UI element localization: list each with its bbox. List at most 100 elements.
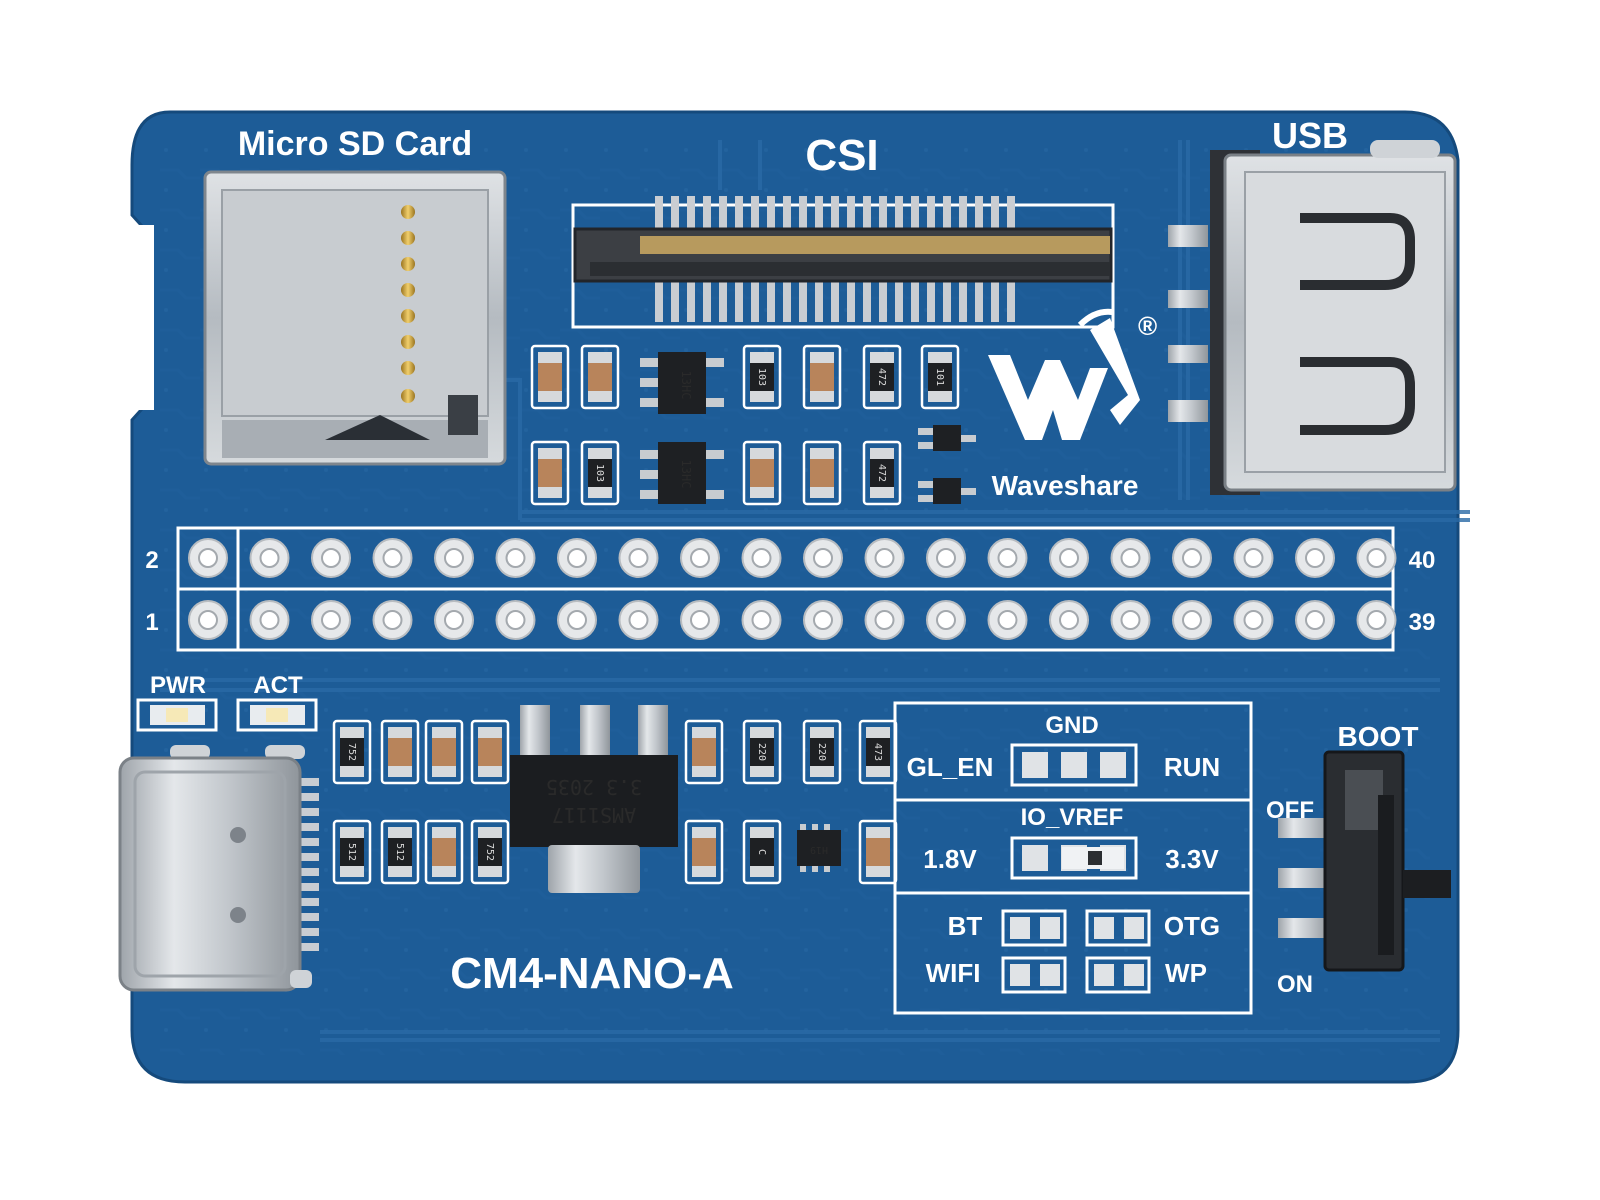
usb-label: USB <box>1272 115 1348 156</box>
gpio-pin <box>557 538 597 578</box>
usb-c-pin <box>295 928 319 936</box>
csi-pin <box>735 196 743 232</box>
smd-resistor: 512 <box>332 819 372 885</box>
regulator-marking-2: AMS1117 <box>552 803 636 827</box>
smd-capacitor <box>530 440 570 506</box>
gpio-pin <box>1233 538 1274 578</box>
csi-pin <box>911 280 919 322</box>
smd-resistor: 472 <box>862 344 902 410</box>
csi-pin <box>975 280 983 322</box>
csi-connector[interactable] <box>571 196 1115 329</box>
gpio-label-39: 39 <box>1409 609 1436 636</box>
regulator-marking-1: 3.3 2035 <box>546 775 642 799</box>
gpio-pin <box>1049 538 1089 578</box>
jumper-wifi-pads[interactable] <box>1001 956 1067 994</box>
smd-marking: 473 <box>872 743 883 761</box>
smd-resistor: 101 <box>920 344 960 410</box>
csi-pin <box>959 280 967 322</box>
csi-pin <box>1007 196 1015 232</box>
smd-marking: 101 <box>934 368 945 386</box>
csi-pin <box>847 280 855 322</box>
usb-c-pin <box>295 883 319 891</box>
gpio-pin <box>188 538 228 578</box>
jumper-1v8-label: 1.8V <box>923 844 977 874</box>
jumper-wp-pads[interactable] <box>1085 956 1151 994</box>
csi-pin <box>943 196 951 232</box>
csi-pin <box>863 196 871 232</box>
pcb-notch <box>132 225 154 410</box>
gpio-pin <box>926 538 966 578</box>
csi-pin <box>655 280 663 322</box>
csi-pin <box>815 280 823 322</box>
gpio-label-1: 1 <box>145 609 158 636</box>
csi-pin <box>671 196 679 232</box>
gpio-pin <box>1233 600 1274 640</box>
micro-sd-slot[interactable] <box>203 170 507 466</box>
gpio-pin <box>1356 538 1397 578</box>
usb-c-port[interactable] <box>118 745 319 992</box>
jumper-run-label: RUN <box>1164 752 1220 782</box>
gpio-pin <box>741 538 782 578</box>
csi-pin <box>655 196 663 232</box>
usb-c-pin <box>295 898 319 906</box>
gpio-pin <box>311 600 351 640</box>
smd-capacitor <box>424 719 464 785</box>
waveshare-logo: ® Waveshare <box>988 308 1157 501</box>
boot-switch[interactable] <box>1278 750 1451 972</box>
csi-pin <box>991 196 999 232</box>
usb-a-port[interactable] <box>1168 140 1457 495</box>
csi-pin <box>927 196 935 232</box>
csi-pin <box>831 280 839 322</box>
svg-text:13HC: 13HC <box>679 460 693 489</box>
csi-pin <box>783 280 791 322</box>
smd-capacitor <box>684 719 724 785</box>
jumper-wp-label: WP <box>1165 958 1207 988</box>
ic-mid: 13HC <box>640 442 724 504</box>
usb-c-pin <box>295 913 319 921</box>
csi-pin <box>751 196 759 232</box>
csi-pin <box>911 196 919 232</box>
svg-text:H19: H19 <box>810 844 828 855</box>
jumper-3v3-label: 3.3V <box>1165 844 1219 874</box>
jumper-bt-pads[interactable] <box>1001 909 1067 947</box>
usb-c-pin <box>295 853 319 861</box>
gpio-pin <box>557 600 597 640</box>
gpio-pin <box>987 538 1028 578</box>
jumper-io-vref-pads[interactable] <box>1010 836 1138 880</box>
csi-pin <box>1007 280 1015 322</box>
smd-marking: 512 <box>394 843 405 861</box>
model-label: CM4-NANO-A <box>450 949 734 998</box>
csi-pin <box>767 196 775 232</box>
gpio-label-2: 2 <box>145 547 158 574</box>
smd-capacitor <box>802 344 842 410</box>
gpio-pin <box>1172 600 1212 640</box>
gpio-pin <box>311 538 351 578</box>
smd-resistor: C <box>742 819 782 885</box>
gpio-pin <box>741 600 782 640</box>
smd-resistor: 103 <box>742 344 782 410</box>
csi-pin <box>943 280 951 322</box>
gpio-pin <box>372 600 413 640</box>
gpio-pin <box>680 538 720 578</box>
smd-marking: 472 <box>876 368 887 386</box>
jumper-gnd-label: GND <box>1045 712 1098 739</box>
csi-pin <box>895 280 903 322</box>
csi-pin <box>831 196 839 232</box>
ic-top: 13HC <box>640 352 724 414</box>
gpio-pin <box>926 600 966 640</box>
jumper-otg-pads[interactable] <box>1085 909 1151 947</box>
jumper-bt-label: BT <box>948 911 983 941</box>
smd-capacitor <box>530 344 570 410</box>
jumper-gnd-pads[interactable] <box>1010 743 1138 787</box>
gpio-pin <box>1295 538 1335 578</box>
csi-pin <box>735 280 743 322</box>
boot-switch-lever[interactable] <box>1403 870 1451 898</box>
gpio-header[interactable] <box>176 526 1397 652</box>
gpio-pins <box>188 538 1397 640</box>
csi-pin <box>879 280 887 322</box>
gpio-pin <box>680 600 720 640</box>
csi-pin <box>703 196 711 232</box>
gpio-pin <box>803 600 843 640</box>
